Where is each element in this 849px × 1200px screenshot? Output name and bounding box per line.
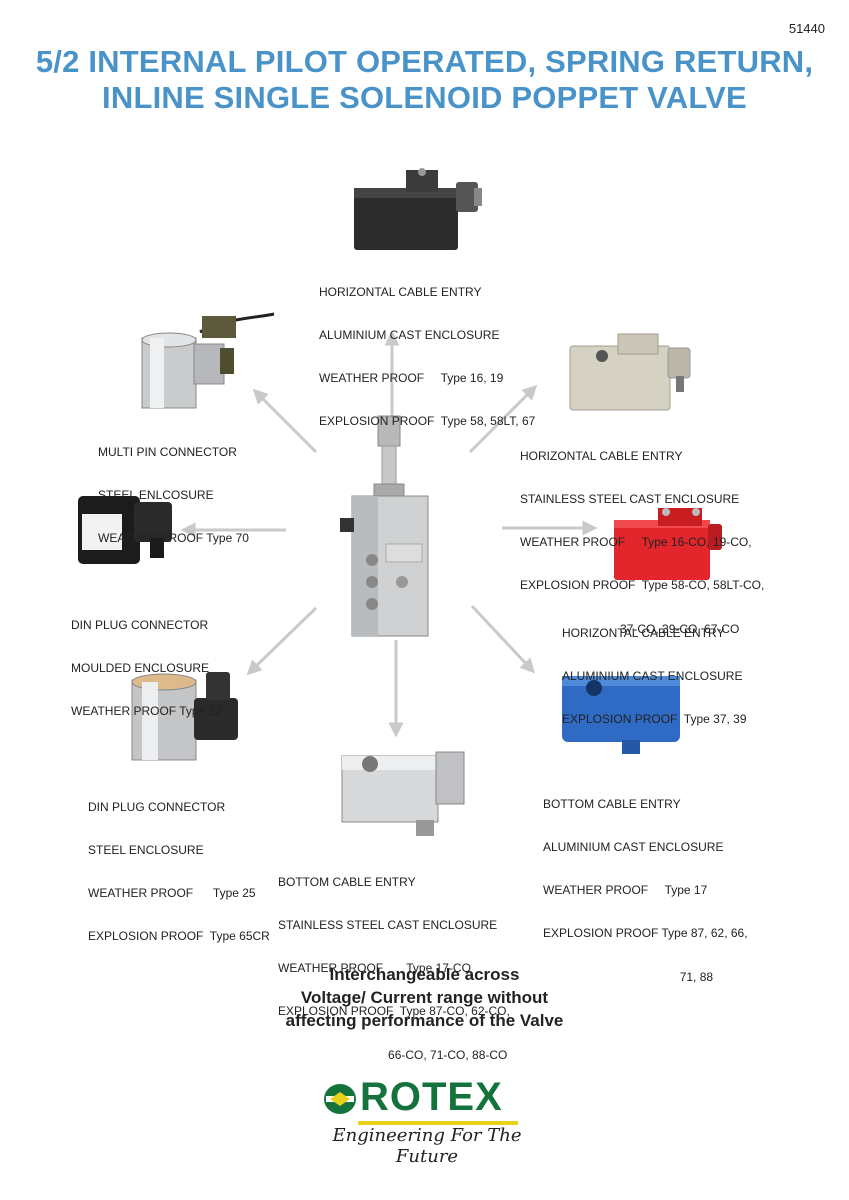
central-valve-image [340,415,429,637]
solenoid-din-moulded-image [78,496,172,564]
caption-lower-left: DIN PLUG CONNECTOR STEEL ENCLOSURE WEATH… [88,799,270,944]
rotex-emblem-icon [324,1084,356,1114]
caption-mid-left: DIN PLUG CONNECTOR MOULDED ENCLOSURE WEA… [71,617,222,719]
title-line-1: 5/2 INTERNAL PILOT OPERATED, SPRING RETU… [35,44,814,79]
solenoid-din-steel-image [131,672,238,761]
solenoid-stainless-horizontal-image [569,333,691,411]
rotex-logo: ROTEX Engineering For The Future [322,1075,532,1167]
document-number: 51440 [788,21,825,36]
page-title: 5/2 INTERNAL PILOT OPERATED, SPRING RETU… [0,44,849,116]
arrow-lower-left [246,606,318,676]
arrow-upper-left [252,388,318,454]
caption-bottom: BOTTOM CABLE ENTRY STAINLESS STEEL CAST … [278,874,510,1062]
solenoid-multipin-steel-image [141,312,275,409]
caption-upper-left: MULTI PIN CONNECTOR STEEL ENLCOSURE WEAT… [98,444,249,546]
tagline: Interchangeable across Voltage/ Current … [285,965,564,1030]
brand-name: ROTEX [360,1075,503,1119]
solenoid-blue-aluminium-image [562,676,680,754]
arrow-lower-right [470,604,536,674]
caption-top: HORIZONTAL CABLE ENTRY ALUMINIUM CAST EN… [319,284,536,429]
brand-slogan: Engineering For The Future [332,1125,522,1167]
solenoid-red-aluminium-image [614,508,722,580]
caption-upper-right: HORIZONTAL CABLE ENTRY STAINLESS STEEL C… [520,448,765,636]
solenoid-black-aluminium-image [354,168,482,250]
brand-underline [358,1121,518,1125]
solenoid-stainless-bottom-image [341,751,465,836]
caption-mid-right: HORIZONTAL CABLE ENTRY ALUMINIUM CAST EN… [562,625,747,727]
title-line-2: INLINE SINGLE SOLENOID POPPET VALVE [102,80,747,115]
arrow-upper-right [468,384,538,454]
caption-lower-right: BOTTOM CABLE ENTRY ALUMINIUM CAST ENCLOS… [543,796,748,984]
